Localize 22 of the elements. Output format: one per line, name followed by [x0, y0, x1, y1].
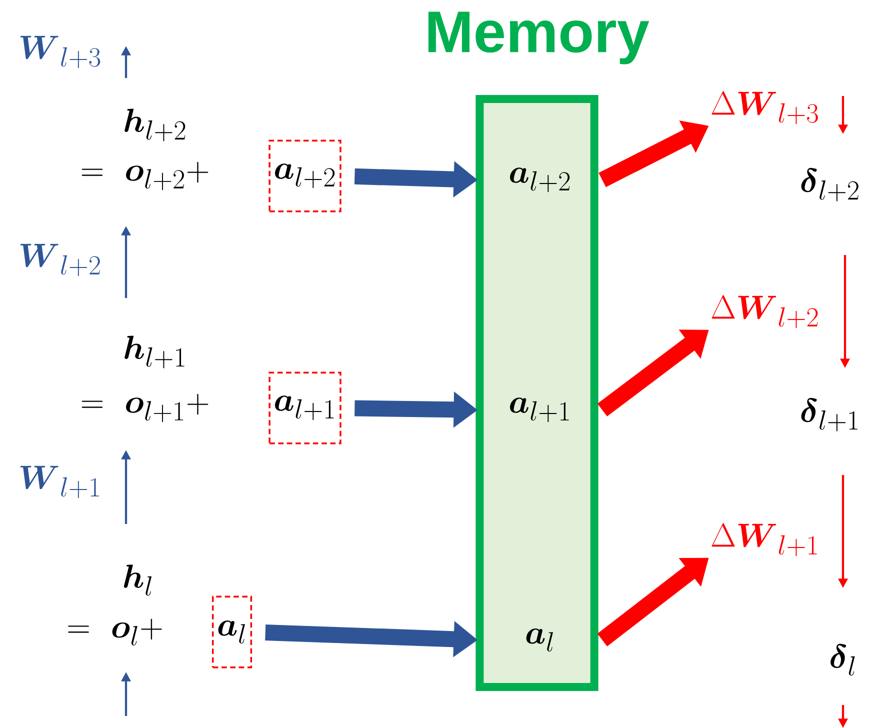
- dashed-box: $\boldsymbol{a}_{l+2}$: [268, 140, 342, 212]
- memory-entry: $\boldsymbol{a}_{l}$: [526, 628, 553, 652]
- hidden-state: $\boldsymbol{h}_{l+1}$: [124, 336, 184, 368]
- error-term: $\boldsymbol{\delta}_{l}$: [830, 644, 855, 676]
- dashed-box: $\boldsymbol{a}_{l}$: [212, 596, 252, 668]
- error-term: $\boldsymbol{\delta}_{l+1}$: [801, 398, 858, 432]
- hidden-state: $\boldsymbol{h}_{l}$: [124, 564, 152, 596]
- update-label: $\Delta\boldsymbol{W}_{l+2}$: [712, 295, 818, 328]
- error-term: $\boldsymbol{\delta}_{l+2}$: [801, 168, 858, 202]
- update-label: $\Delta\boldsymbol{W}_{l+1}$: [712, 523, 817, 556]
- hidden-state: $\boldsymbol{h}_{l+2}$: [124, 108, 186, 142]
- layer-weight: $\boldsymbol{W}_{l+2}$: [20, 244, 100, 276]
- equation-term: $= \ \boldsymbol{o}_{l} +$: [68, 618, 162, 646]
- equation-term: $= \ \boldsymbol{o}_{l+1} +$: [82, 394, 208, 422]
- update-label: $\Delta\boldsymbol{W}_{l+3}$: [712, 91, 818, 124]
- node-label: Memory: [428, 12, 650, 64]
- equation-term: $= \ \boldsymbol{o}_{l+2} +$: [82, 162, 208, 190]
- dashed-box: $\boldsymbol{a}_{l+1}$: [268, 372, 342, 444]
- memory-entry: $\boldsymbol{a}_{l+1}$: [510, 398, 569, 422]
- layer-weight: $\boldsymbol{W}_{l+3}$: [20, 36, 100, 68]
- layer-weight: $\boldsymbol{W}_{l+1}$: [20, 466, 99, 498]
- memory-entry: $\boldsymbol{a}_{l+2}$: [510, 168, 570, 192]
